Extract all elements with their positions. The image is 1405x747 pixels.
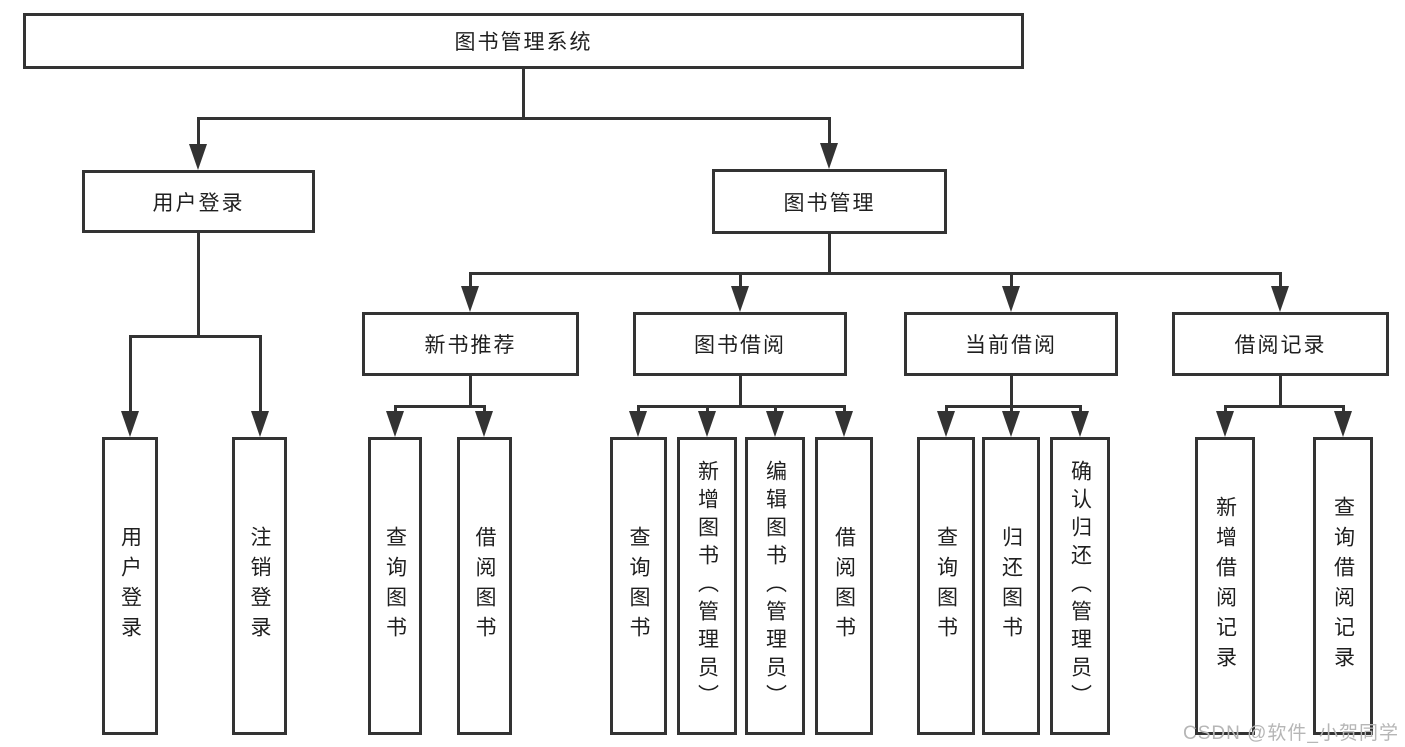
leaf-current-query: 查询图书 <box>917 437 975 735</box>
arrow-down-icon <box>835 411 853 437</box>
node-borrow-records-label: 借阅记录 <box>1234 334 1327 357</box>
leaf-newbooks-query: 查询图书 <box>368 437 422 735</box>
arrow-down-icon <box>121 411 139 437</box>
node-borrow-records: 借阅记录 <box>1172 312 1389 376</box>
connector-line <box>637 405 846 408</box>
arrow-down-icon <box>731 286 749 312</box>
connector-line <box>1224 405 1227 415</box>
node-current-borrow-label: 当前借阅 <box>965 334 1057 357</box>
arrow-down-icon <box>386 411 404 437</box>
arrow-down-icon <box>766 411 784 437</box>
node-book-borrow-label: 图书借阅 <box>694 334 786 357</box>
connector-line <box>843 405 846 415</box>
leaf-current-return-label: 归还图书 <box>999 526 1023 646</box>
leaf-borrow-query-label: 查询图书 <box>627 526 650 646</box>
arrow-down-icon <box>1334 411 1352 437</box>
node-book-borrow: 图书借阅 <box>633 312 847 376</box>
leaf-borrow-borrow-book: 借阅图书 <box>815 437 873 735</box>
node-book-management: 图书管理 <box>712 169 947 234</box>
node-new-book-recommend: 新书推荐 <box>362 312 579 376</box>
arrow-down-icon <box>1071 411 1089 437</box>
leaf-current-confirm-return-label: 确认归还（管理员） <box>1068 460 1092 712</box>
connector-line <box>483 405 486 415</box>
leaf-borrow-edit-book-label: 编辑图书（管理员） <box>763 460 787 712</box>
arrow-down-icon <box>629 411 647 437</box>
leaf-newbooks-query-label: 查询图书 <box>383 526 407 646</box>
connector-line <box>469 272 472 288</box>
connector-line <box>1010 376 1013 407</box>
connector-line <box>739 376 742 407</box>
connector-line <box>774 405 777 415</box>
arrow-down-icon <box>1002 411 1020 437</box>
node-current-borrow: 当前借阅 <box>904 312 1118 376</box>
connector-line <box>469 376 472 407</box>
connector-line <box>1079 405 1082 415</box>
node-user-login-label: 用户登录 <box>152 191 245 215</box>
connector-line <box>394 405 397 415</box>
leaf-borrow-edit-book: 编辑图书（管理员） <box>745 437 805 735</box>
connector-line <box>945 405 1082 408</box>
connector-line <box>828 234 831 275</box>
leaf-records-query-label: 查询借阅记录 <box>1331 496 1355 676</box>
leaf-borrow-add-book-label: 新增图书（管理员） <box>695 460 719 712</box>
connector-line <box>129 335 132 413</box>
leaf-current-confirm-return: 确认归还（管理员） <box>1050 437 1110 735</box>
connector-line <box>1010 405 1013 415</box>
leaf-borrow-borrow-book-label: 借阅图书 <box>832 526 856 646</box>
arrow-down-icon <box>937 411 955 437</box>
leaf-borrow-query: 查询图书 <box>610 437 667 735</box>
connector-line <box>739 272 742 288</box>
arrow-down-icon <box>189 144 207 170</box>
connector-line <box>197 117 200 149</box>
connector-line <box>828 117 831 149</box>
connector-line <box>1342 405 1345 415</box>
leaf-newbooks-borrow: 借阅图书 <box>457 437 512 735</box>
node-book-management-label: 图书管理 <box>783 191 876 215</box>
connector-line <box>129 335 262 338</box>
connector-line <box>706 405 709 415</box>
leaf-records-add-label: 新增借阅记录 <box>1213 496 1237 676</box>
arrow-down-icon <box>251 411 269 437</box>
connector-line <box>522 69 525 119</box>
leaf-borrow-add-book: 新增图书（管理员） <box>677 437 737 735</box>
node-user-login: 用户登录 <box>82 170 315 233</box>
node-root: 图书管理系统 <box>23 13 1024 69</box>
arrow-down-icon <box>820 143 838 169</box>
connector-line <box>1279 376 1282 407</box>
csdn-watermark: CSDN @软件_小贺同学 <box>1183 723 1399 744</box>
connector-line <box>1224 405 1345 408</box>
leaf-logout: 注销登录 <box>232 437 287 735</box>
leaf-current-query-label: 查询图书 <box>934 526 958 646</box>
arrow-down-icon <box>698 411 716 437</box>
leaf-current-return: 归还图书 <box>982 437 1040 735</box>
arrow-down-icon <box>475 411 493 437</box>
arrow-down-icon <box>1216 411 1234 437</box>
arrow-down-icon <box>1002 286 1020 312</box>
connector-line <box>945 405 948 415</box>
connector-line <box>197 117 831 120</box>
leaf-logout-label: 注销登录 <box>248 526 271 646</box>
leaf-newbooks-borrow-label: 借阅图书 <box>473 526 496 646</box>
connector-line <box>1010 272 1013 288</box>
connector-line <box>1279 272 1282 288</box>
connector-line <box>197 233 200 338</box>
arrow-down-icon <box>1271 286 1289 312</box>
connector-line <box>394 405 486 408</box>
leaf-user-login-label: 用户登录 <box>118 526 142 646</box>
leaf-records-query: 查询借阅记录 <box>1313 437 1373 735</box>
leaf-user-login: 用户登录 <box>102 437 158 735</box>
node-root-label: 图书管理系统 <box>454 31 593 54</box>
connector-line <box>259 335 262 413</box>
connector-line <box>637 405 640 415</box>
node-new-book-recommend-label: 新书推荐 <box>424 334 517 357</box>
leaf-records-add: 新增借阅记录 <box>1195 437 1255 735</box>
arrow-down-icon <box>461 286 479 312</box>
connector-line <box>469 272 1282 275</box>
